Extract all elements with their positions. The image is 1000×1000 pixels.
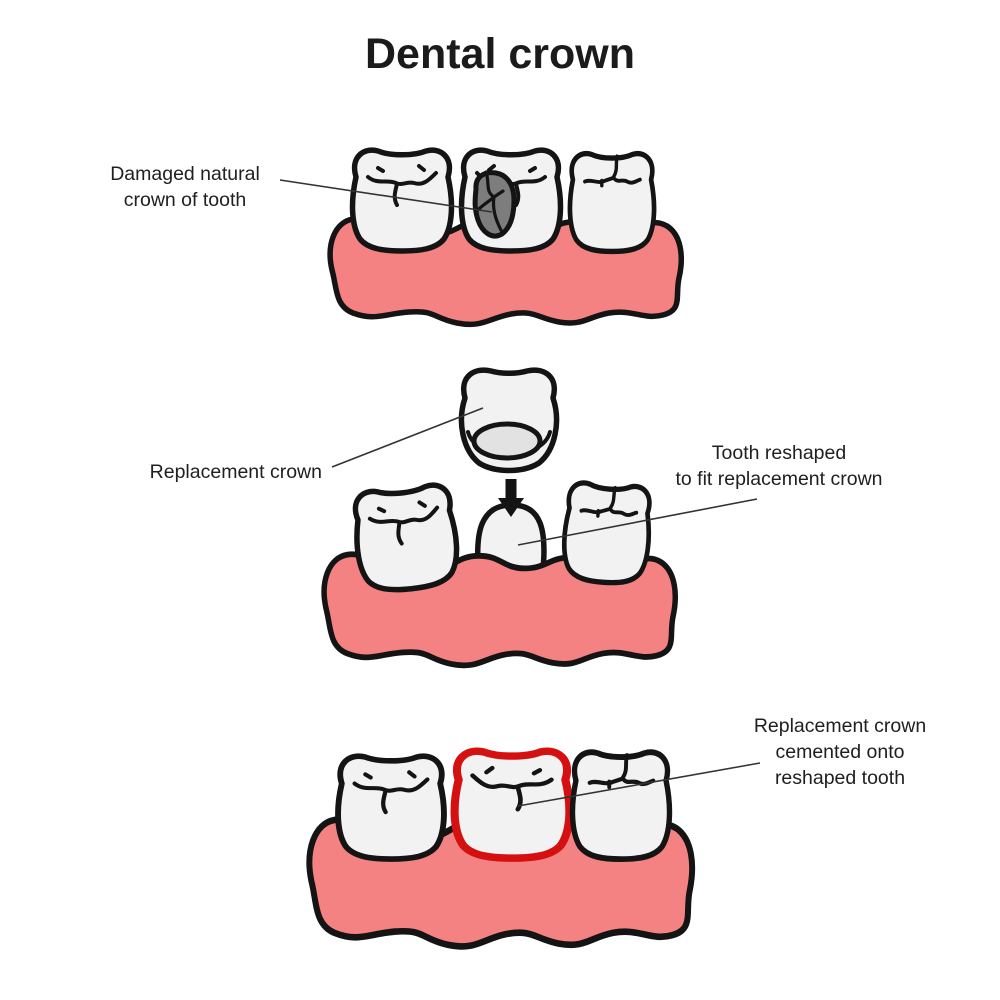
leader-line-replacement	[331, 407, 484, 468]
label-cemented-crown: Replacement crown cemented onto reshaped…	[753, 715, 927, 790]
cavity-cracks	[475, 170, 505, 234]
molar-tooth	[570, 154, 654, 252]
replacement-crown-shape	[458, 367, 560, 474]
leader-line-damaged	[279, 179, 493, 213]
crown-body	[455, 751, 570, 858]
down-arrow-icon	[498, 479, 524, 517]
tooth-body	[570, 154, 654, 252]
label-replacement-crown: Replacement crown	[149, 461, 322, 483]
crown-hollow-ellipse	[471, 421, 543, 461]
label-damaged-crown: Damaged natural crown of tooth	[110, 163, 260, 212]
tooth-body	[573, 752, 670, 859]
tooth-body	[353, 150, 452, 251]
diagram-title: Dental crown	[365, 30, 635, 78]
label-reshaped-tooth: Tooth reshaped to fit replacement crown	[675, 442, 883, 491]
stage-cemented-crown	[309, 751, 761, 946]
molar-tooth	[573, 752, 670, 859]
tooth-body	[338, 756, 444, 859]
stage-replacement-crown	[324, 367, 758, 665]
tooth-body	[352, 483, 461, 594]
stage-damaged-tooth	[279, 150, 681, 324]
leader-line-cemented	[517, 762, 761, 807]
cemented-crown-tooth	[455, 751, 570, 858]
molar-tooth	[353, 150, 452, 251]
damaged-molar-tooth	[462, 150, 561, 251]
molar-tooth	[338, 756, 444, 859]
molar-tooth	[352, 483, 461, 594]
leader-line-reshaped	[517, 498, 758, 546]
